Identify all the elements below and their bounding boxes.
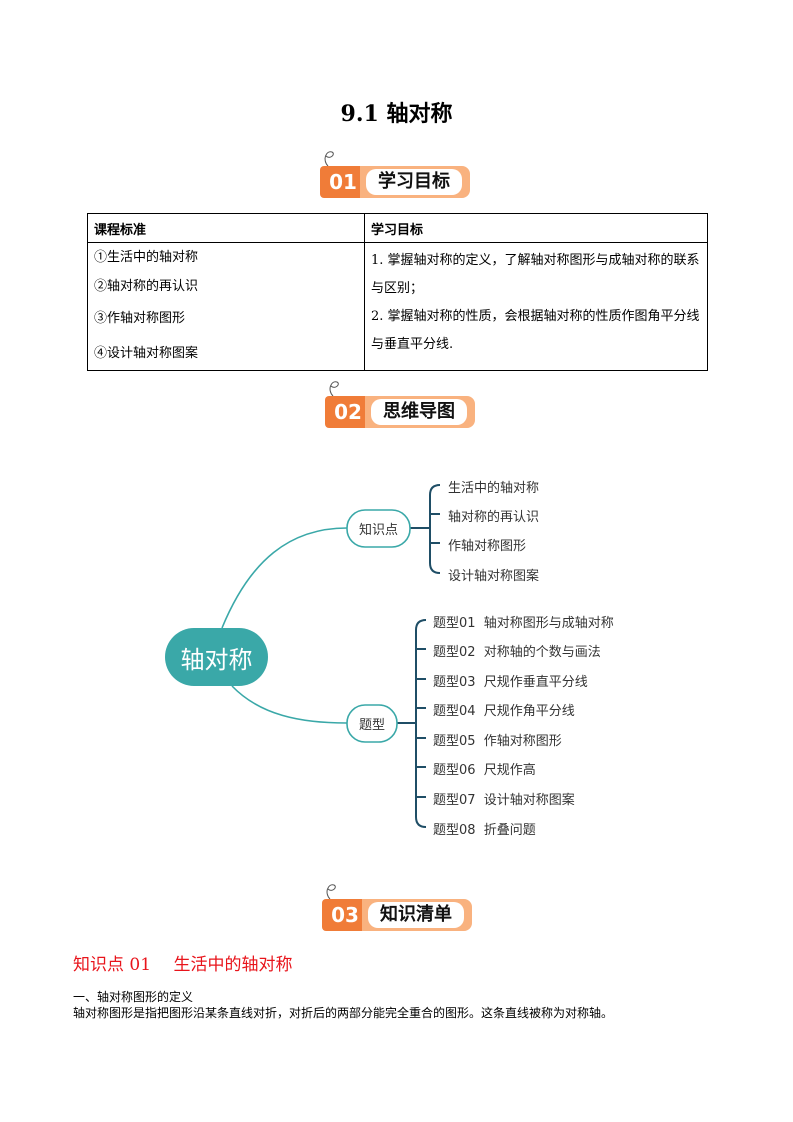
goal-item: 1. 掌握轴对称的定义，了解轴对称图形与成轴对称的联系与区别； [371, 253, 700, 296]
section-badge-02: 02 思维导图 [325, 381, 477, 428]
mindmap-root: 轴对称 [180, 646, 253, 674]
knowledge-heading: 知识点 01 生活中的轴对称 [73, 955, 293, 975]
mindmap-branch: 知识点 [358, 523, 398, 538]
mindmap-leaf: 生活中的轴对称 [448, 481, 540, 496]
curl-icon [329, 381, 339, 397]
mindmap-leaf: 题型05 作轴对称图形 [433, 734, 562, 749]
goal-item: 2. 掌握轴对称的性质，会根据轴对称的性质作图角平分线与垂直平分线. [371, 309, 700, 352]
section-badge-01: 01 学习目标 [320, 151, 472, 198]
mindmap-leaf: 题型06 尺规作高 [433, 763, 536, 778]
knowledge-text: 轴对称图形是指把图形沿某条直线对折，对折后的两部分能完全重合的图形。这条直线被称… [73, 1006, 614, 1020]
mindmap-leaf: 题型07 设计轴对称图案 [433, 793, 575, 808]
mindmap-leaf: 设计轴对称图案 [448, 569, 540, 584]
curl-icon [326, 884, 336, 900]
mindmap-leaf: 题型01 轴对称图形与成轴对称 [433, 616, 614, 631]
section-badge-03: 03 知识清单 [322, 884, 474, 931]
section-label: 知识清单 [368, 902, 464, 928]
section-number: 03 [322, 899, 368, 931]
table-header: 课程标准 [87, 213, 365, 243]
mindmap-leaf: 题型03 尺规作垂直平分线 [433, 675, 588, 690]
mindmap-leaf: 轴对称的再认识 [448, 510, 540, 525]
section-number: 01 [320, 166, 366, 198]
standard-item: ③作轴对称图形 [94, 311, 186, 326]
mindmap-leaf: 题型04 尺规作角平分线 [433, 704, 575, 719]
standard-item: ②轴对称的再认识 [94, 279, 199, 294]
section-number: 02 [325, 396, 371, 428]
knowledge-subheading: 一、轴对称图形的定义 [73, 990, 194, 1004]
curl-icon [324, 151, 334, 167]
mindmap-leaf: 作轴对称图形 [448, 539, 527, 554]
page-title: 9.1 轴对称 [340, 101, 453, 127]
standard-item: ④设计轴对称图案 [94, 346, 199, 361]
standard-item: ①生活中的轴对称 [94, 250, 199, 265]
mindmap-branch: 题型 [358, 718, 385, 733]
mindmap-leaf: 题型02 对称轴的个数与画法 [433, 645, 601, 660]
mindmap-leaf: 题型08 折叠问题 [433, 823, 536, 838]
section-label: 思维导图 [371, 399, 467, 425]
section-label: 学习目标 [366, 169, 462, 195]
